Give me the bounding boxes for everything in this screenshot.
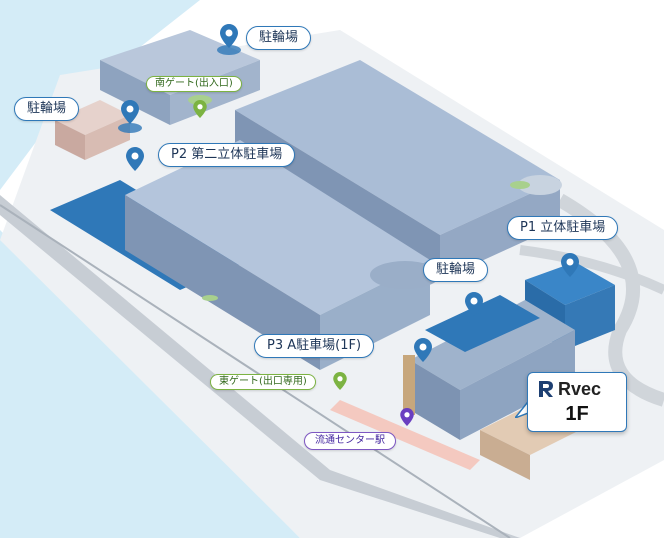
- label-p2[interactable]: P2 第二立体駐車場: [158, 143, 296, 167]
- brick-building-front: [85, 115, 130, 160]
- building-north-side: [100, 60, 170, 125]
- map-pin-icon[interactable]: [414, 338, 432, 362]
- rvec-logo-icon: [539, 381, 553, 397]
- rvec-brand: Rvec: [558, 379, 602, 399]
- label-parking-west[interactable]: 駐輪場: [14, 97, 80, 121]
- rvec-front: [460, 330, 575, 440]
- ramp-east: [518, 175, 562, 195]
- map-pin-icon[interactable]: [121, 100, 139, 124]
- rail-line: [0, 204, 511, 538]
- rvec-floor: 1F: [565, 403, 589, 425]
- green-patch-2: [510, 181, 530, 189]
- p1-roof: [525, 262, 615, 305]
- map-pin-icon[interactable]: [561, 253, 579, 277]
- label-station[interactable]: 流通センター駅: [304, 432, 396, 450]
- tower: [403, 355, 415, 415]
- pin-base: [217, 45, 241, 55]
- map-pin-icon[interactable]: [465, 292, 483, 316]
- label-parking-north[interactable]: 駐輪場: [246, 26, 312, 50]
- curved-road-2: [519, 245, 664, 295]
- building-north-roof: [100, 30, 260, 95]
- p2-back-front: [440, 180, 560, 280]
- brick-building-roof: [55, 100, 130, 135]
- label-east-gate[interactable]: 東ゲート(出口専用): [210, 374, 316, 390]
- pin-base: [118, 123, 142, 133]
- map-pin-green-icon[interactable]: [193, 100, 207, 118]
- p2-back-roof: [235, 60, 560, 235]
- p3-roof: [125, 140, 430, 315]
- brown-building-side: [480, 430, 530, 480]
- rvec-roof: [410, 300, 575, 390]
- map-pin-icon[interactable]: [126, 147, 144, 171]
- station-platform: [330, 400, 480, 470]
- label-parking-center[interactable]: 駐輪場: [423, 258, 489, 282]
- label-p3[interactable]: P3 A駐車場(1F): [254, 334, 375, 358]
- p1-front: [565, 285, 615, 350]
- label-p1[interactable]: P1 立体駐車場: [507, 216, 619, 240]
- map-pin-icon[interactable]: [220, 24, 238, 48]
- p3-side: [125, 195, 320, 370]
- green-patch-3: [202, 295, 218, 301]
- green-patch-1: [188, 95, 212, 105]
- label-south-gate[interactable]: 南ゲート(出入口): [146, 76, 242, 92]
- ramp-center: [370, 261, 440, 289]
- rvec-side: [410, 360, 460, 440]
- pin-base: [462, 313, 486, 323]
- map-pin-green-icon[interactable]: [333, 372, 347, 390]
- rvec-callout[interactable]: Rvec 1F: [527, 372, 627, 432]
- water-north: [0, 0, 200, 190]
- rvec-blue-roof: [425, 295, 540, 352]
- map-pin-purple-icon[interactable]: [400, 408, 414, 426]
- brick-building-side: [55, 120, 85, 160]
